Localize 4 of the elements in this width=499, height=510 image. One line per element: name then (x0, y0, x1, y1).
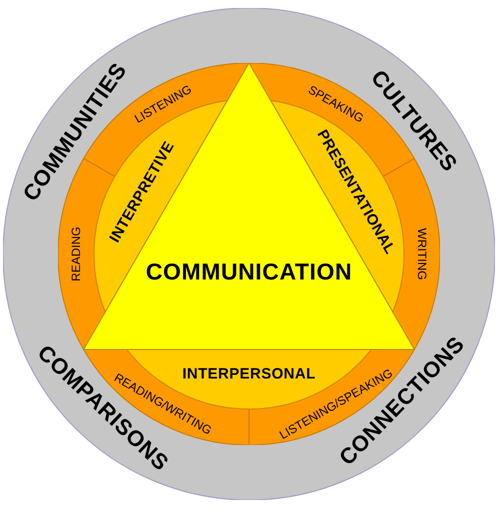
outer-ring (3, 8, 495, 500)
skill-label: WRITING (416, 228, 428, 280)
center-label: COMMUNICATION (146, 260, 352, 284)
skill-label: READING (70, 226, 82, 282)
